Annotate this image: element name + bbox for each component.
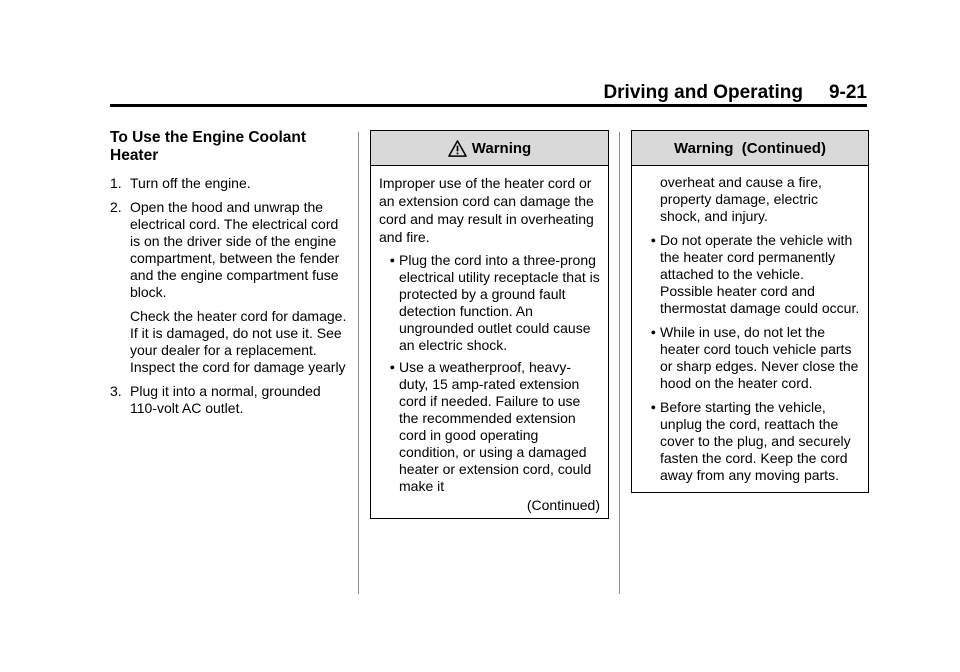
step-item: 1. Turn off the engine. xyxy=(110,175,350,192)
warning-bullet: ● Use a weatherproof, heavy-duty, 15 amp… xyxy=(379,359,600,495)
warning-continued-box: Warning (Continued) overheat and cause a… xyxy=(631,130,869,493)
step-item: 2. Open the hood and unwrap the electric… xyxy=(110,199,350,301)
bullet-text: Plug the cord into a three-prong electri… xyxy=(399,252,600,353)
page-header: Driving and Operating 9-21 xyxy=(110,82,867,104)
warning-bullet: ● Plug the cord into a three-prong elect… xyxy=(379,252,600,354)
header-rule xyxy=(110,104,867,107)
section-heading: To Use the Engine Coolant Heater xyxy=(110,129,307,164)
warning-bullet: ● While in use, do not let the heater co… xyxy=(640,324,860,392)
column-divider xyxy=(619,132,620,594)
warning-triangle-icon xyxy=(447,139,467,157)
continued-lead-text: overheat and cause a fire, property dama… xyxy=(660,174,822,224)
bullet-icon: ● xyxy=(650,235,656,245)
bullet-icon: ● xyxy=(650,327,656,337)
left-column: To Use the Engine Coolant Heater 1. Turn… xyxy=(110,129,350,424)
column-divider xyxy=(358,132,359,594)
bullet-icon: ● xyxy=(389,362,395,372)
step-number: 2. xyxy=(110,199,122,215)
warning-body: Improper use of the heater cord or an ex… xyxy=(371,166,608,518)
warning-continued-body: overheat and cause a fire, property dama… xyxy=(632,166,868,492)
warning-intro: Improper use of the heater cord or an ex… xyxy=(379,175,594,245)
continued-label: (Continued) xyxy=(526,497,600,513)
bullet-text: While in use, do not let the heater cord… xyxy=(660,324,859,391)
warning-bullet: ● Do not operate the vehicle with the he… xyxy=(640,232,860,317)
bullet-text: Before starting the vehicle, unplug the … xyxy=(660,399,851,483)
warning-continued-header: Warning (Continued) xyxy=(632,131,868,166)
step-note: Check the heater cord for damage. If it … xyxy=(130,308,347,375)
bullet-icon: ● xyxy=(389,255,395,265)
step-text: Turn off the engine. xyxy=(130,175,251,191)
warning-continued-title: Warning (Continued) xyxy=(674,139,826,157)
bullet-text: Use a weatherproof, heavy-duty, 15 amp-r… xyxy=(399,359,592,494)
step-text: Plug it into a normal, grounded 110-volt… xyxy=(130,383,321,416)
page-number: 9-21 xyxy=(828,82,867,103)
section-title: Driving and Operating xyxy=(603,82,803,103)
bullet-text: Do not operate the vehicle with the heat… xyxy=(660,232,860,316)
step-number: 3. xyxy=(110,383,122,399)
step-text: Open the hood and unwrap the electrical … xyxy=(130,199,340,300)
warning-header: Warning xyxy=(371,131,608,166)
step-item: 3. Plug it into a normal, grounded 110-v… xyxy=(110,383,350,417)
step-number: 1. xyxy=(110,175,122,191)
warning-title: Warning xyxy=(471,139,532,157)
warning-box: Warning Improper use of the heater cord … xyxy=(370,130,609,519)
bullet-icon: ● xyxy=(650,402,656,412)
warning-bullet: ● Before starting the vehicle, unplug th… xyxy=(640,399,860,484)
